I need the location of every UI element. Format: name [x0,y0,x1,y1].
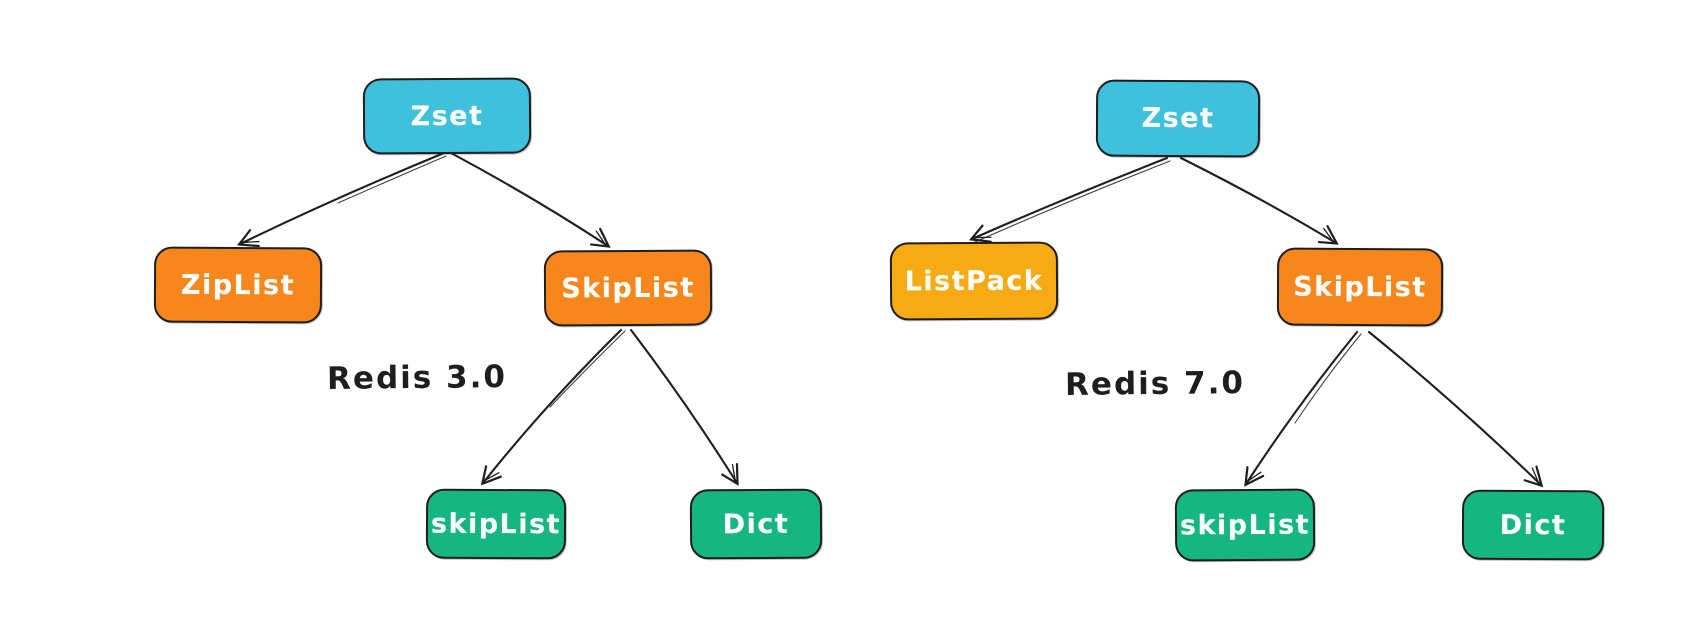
node-label: Dict [722,508,790,540]
node-dict-redis7: Dict [1461,489,1605,561]
arrow-skiplist3-to-skiplist-struct [480,328,626,486]
version-label-redis7: Redis 7.0 [1064,365,1246,403]
node-label: ZipList [180,269,296,301]
arrow-zset3-to-skiplist [449,151,611,248]
arrow-skiplist3-to-dict [629,328,739,486]
arrow-zset7-to-listpack [968,156,1171,243]
node-skiplist-struct-redis3: skipList [425,488,567,560]
node-dict-redis3: Dict [689,488,823,560]
node-skiplist-struct-redis7: skipList [1174,488,1316,562]
node-label: Dict [1499,509,1567,541]
node-label: SkipList [1293,271,1427,303]
node-label: skipList [430,508,562,540]
node-listpack-redis7: ListPack [889,241,1059,321]
node-zset-redis7: Zset [1095,79,1261,158]
node-label: Zset [1141,102,1215,135]
version-label-redis3: Redis 3.0 [326,359,508,397]
node-zset-redis3: Zset [362,77,532,155]
node-ziplist-redis3: ZipList [153,246,323,324]
node-label: Zset [410,100,484,132]
node-skiplist-redis7: SkipList [1276,247,1444,327]
arrow-zset7-to-skiplist [1179,156,1339,245]
node-label: ListPack [904,265,1044,297]
arrow-skiplist7-to-skiplist-struct [1244,330,1362,487]
arrow-skiplist7-to-dict [1367,330,1544,488]
node-skiplist-redis3: SkipList [543,249,713,327]
node-label: skipList [1179,509,1311,541]
node-label: SkipList [561,272,695,304]
arrow-zset3-to-ziplist [236,151,447,248]
